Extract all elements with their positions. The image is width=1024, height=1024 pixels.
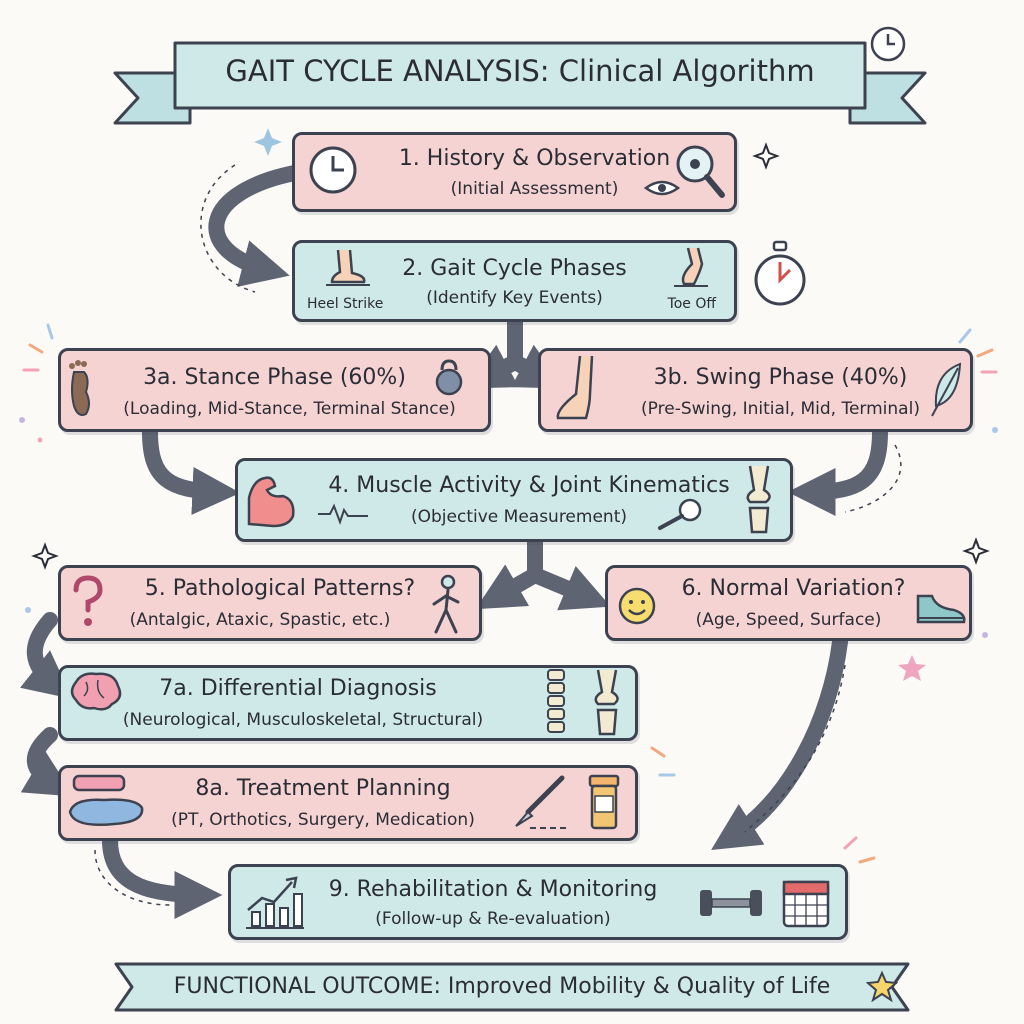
dumbbell-icon [700,890,762,916]
star-icon [866,970,898,1002]
ecg-wave-icon [318,503,368,525]
smiley-icon [618,587,656,625]
page-title: GAIT CYCLE ANALYSIS: Clinical Algorithm [225,54,815,88]
joint-icon [594,669,619,736]
step-1-subtitle: (Initial Assessment) [450,179,619,199]
stopwatch-icon [754,240,806,306]
step-6-title: 6. Normal Variation? [681,576,906,601]
clock-icon [870,26,906,62]
step-8a-title: 8a. Treatment Planning [195,776,451,801]
step-9-title: 9. Rehabilitation & Monitoring [328,877,658,902]
walking-person-icon [432,574,460,634]
step-4-muscle-activity: 4. Muscle Activity & Joint Kinematics (O… [235,458,793,542]
step-6-normal-variation: 6. Normal Variation? (Age, Speed, Surfac… [605,565,972,641]
arrow-3a-to-4 [142,424,241,515]
step-6-subtitle: (Age, Speed, Surface) [695,610,882,630]
step-8a-subtitle: (PT, Orthotics, Surgery, Medication) [171,810,475,830]
sneaker-icon [916,594,966,624]
step-7a-subtitle: (Neurological, Musculoskeletal, Structur… [122,710,484,730]
step-2-title: 2. Gait Cycle Phases [402,256,627,281]
muscle-arm-icon [247,476,295,528]
knee-joint-icon [746,465,771,534]
step-2-subtitle: (Identify Key Events) [426,288,603,308]
step-7a-title: 7a. Differential Diagnosis [159,676,437,701]
step-4-subtitle: (Objective Measurement) [411,507,627,527]
question-mark-icon [73,575,103,626]
growth-chart-icon [246,876,304,929]
footer-banner [114,962,910,1012]
title-banner [113,41,927,125]
arrow-7a-to-8a [20,727,75,797]
foot-toe-icon [674,247,708,287]
arrow-6-to-9 [711,634,848,850]
step-1-history-observation: 1. History & Observation (Initial Assess… [292,132,737,212]
step-5-title: 5. Pathological Patterns? [144,576,416,601]
arrow-8a-to-9 [102,832,223,919]
step-1-title: 1. History & Observation [398,146,671,171]
brain-icon [70,672,122,711]
magnifier-eye-icon [643,145,725,198]
leg-swing-icon [556,355,594,420]
step-5-subtitle: (Antalgic, Ataxic, Spastic, etc.) [129,610,391,630]
feather-icon [931,362,962,417]
heel-strike-label: Heel Strike [307,296,384,312]
arrow-4-to-6 [527,565,611,611]
step-3b-swing-phase: 3b. Swing Phase (40%) (Pre-Swing, Initia… [538,348,973,432]
calendar-icon [782,880,830,928]
step-3b-subtitle: (Pre-Swing, Initial, Mid, Terminal) [641,399,920,419]
insole-icon [68,774,144,826]
step-2-gait-cycle-phases: 2. Gait Cycle Phases (Identify Key Event… [292,240,737,322]
toe-off-label: Toe Off [667,296,716,312]
clock-icon [309,146,357,194]
arrow-3b-to-4 [787,424,888,516]
functional-outcome-footer: FUNCTIONAL OUTCOME: Improved Mobility & … [173,974,831,999]
step-5-pathological-patterns: 5. Pathological Patterns? (Antalgic, Ata… [58,565,482,641]
step-3a-stance-phase: 3a. Stance Phase (60%) (Loading, Mid-Sta… [58,348,491,432]
spine-icon [547,669,565,733]
step-3b-title: 3b. Swing Phase (40%) [653,365,908,390]
footprint-icon [69,360,90,416]
step-9-subtitle: (Follow-up & Re-evaluation) [375,909,611,929]
foot-heel-icon [326,249,370,286]
kettlebell-icon [435,359,463,396]
goniometer-icon [658,498,702,530]
step-3a-title: 3a. Stance Phase (60%) [143,365,406,390]
scalpel-icon [515,775,568,829]
step-4-title: 4. Muscle Activity & Joint Kinematics [328,473,730,498]
step-3a-subtitle: (Loading, Mid-Stance, Terminal Stance) [123,399,456,419]
arrow-5-to-7a [20,612,73,700]
step-7a-differential-diagnosis: 7a. Differential Diagnosis (Neurological… [58,665,638,741]
arrow-1-to-2 [208,164,308,287]
pill-bottle-icon [588,774,620,830]
